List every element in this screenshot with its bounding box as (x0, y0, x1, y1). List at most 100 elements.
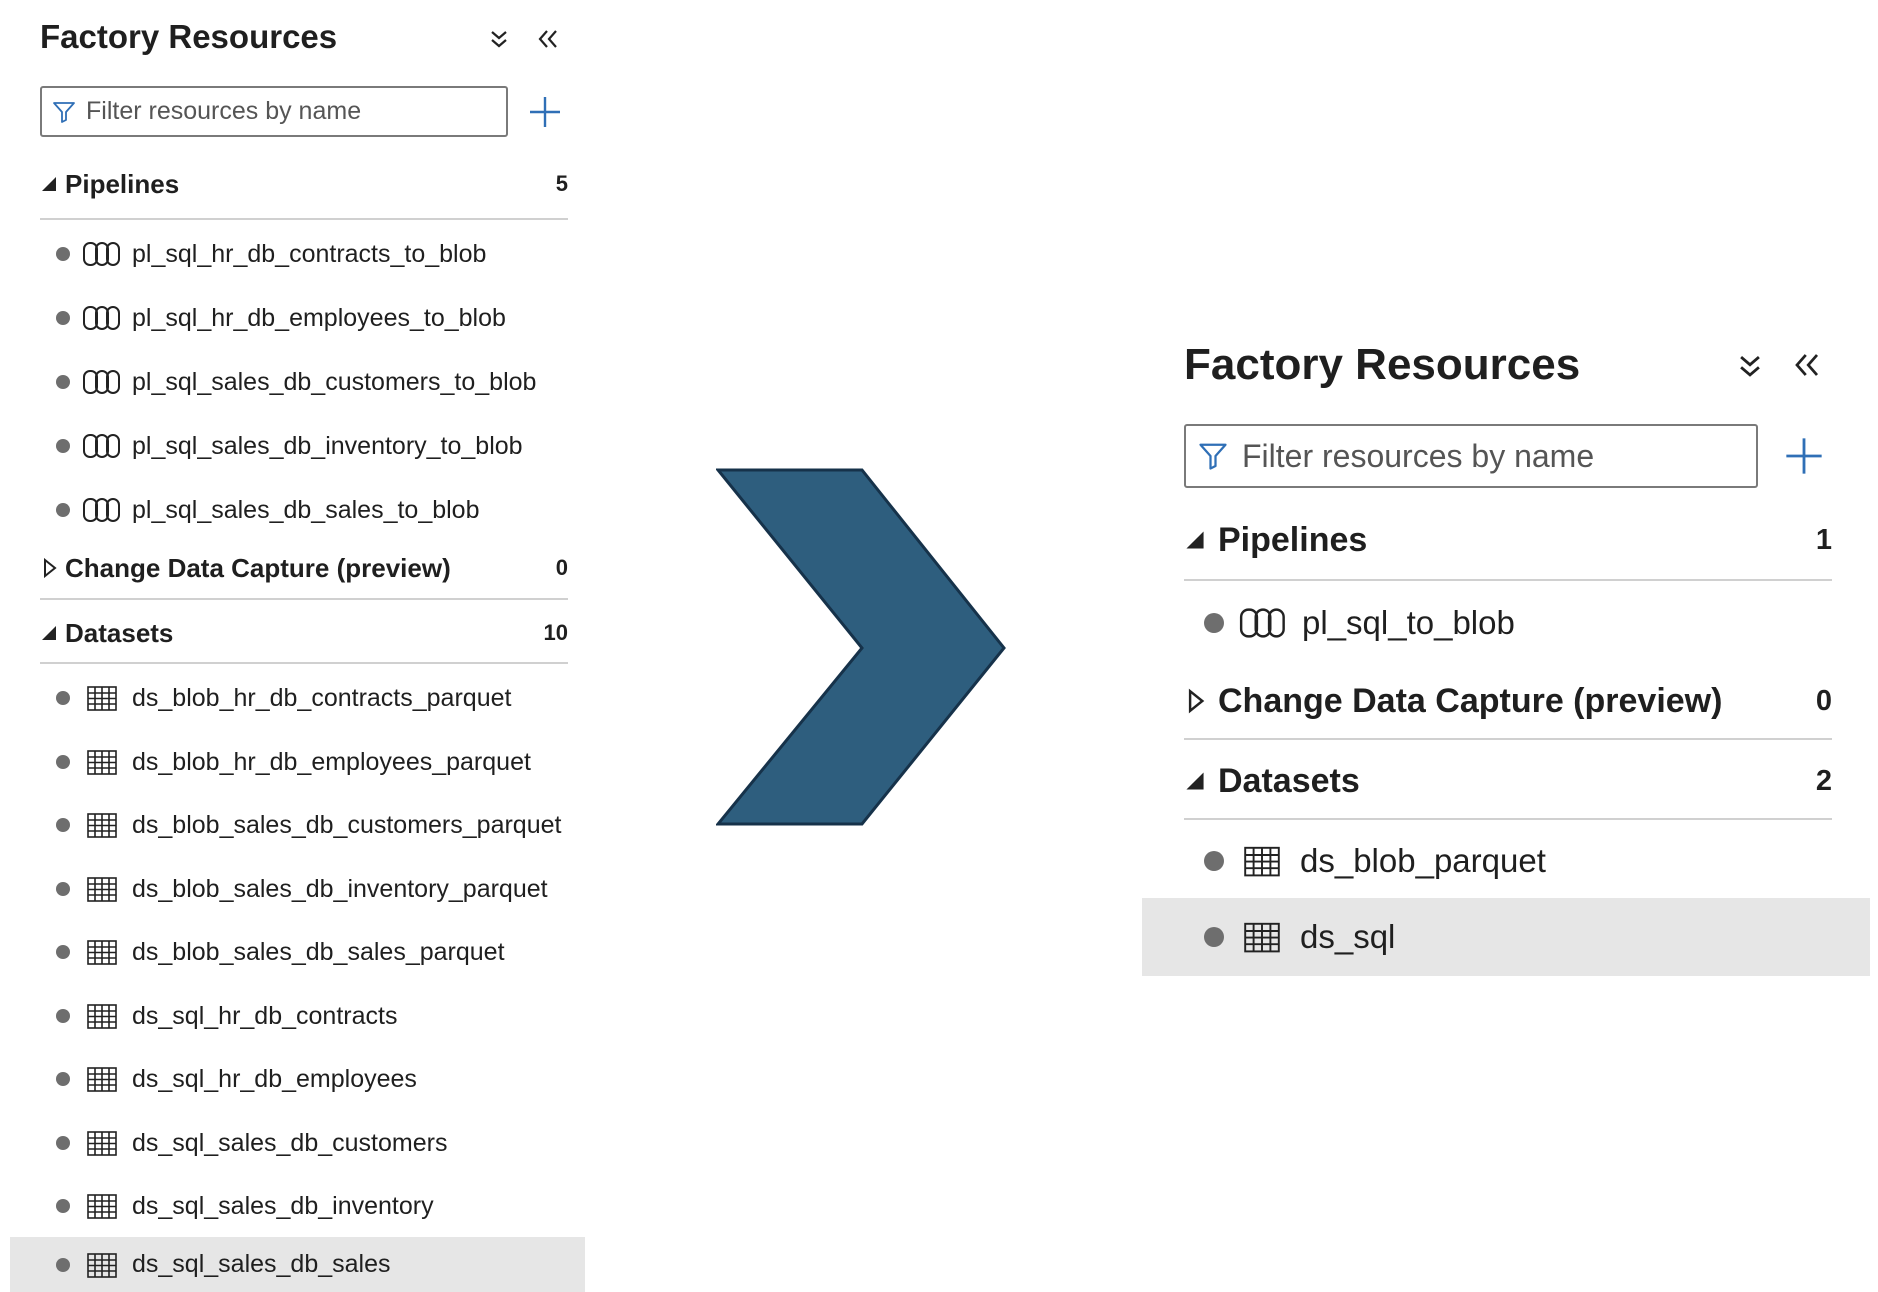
plus-icon[interactable] (1784, 436, 1824, 476)
list-item[interactable]: ds_sql_sales_db_inventory (10, 1175, 585, 1237)
status-dot (56, 503, 70, 517)
panel-title: Factory Resources (1184, 340, 1581, 389)
pipeline-icon (83, 242, 120, 266)
section-label: Change Data Capture (preview) (1218, 681, 1723, 720)
section-label: Change Data Capture (preview) (65, 552, 451, 583)
item-label: ds_blob_sales_db_inventory_parquet (132, 874, 548, 903)
list-item[interactable]: pl_sql_hr_db_contracts_to_blob (10, 223, 585, 285)
triangle-down-icon (42, 626, 56, 640)
item-label: ds_sql_sales_db_sales (132, 1250, 391, 1278)
divider (40, 218, 568, 220)
filter-input[interactable]: Filter resources by name (1184, 424, 1758, 488)
divider (40, 598, 568, 600)
section-count: 5 (555, 171, 568, 196)
list-item[interactable]: ds_blob_hr_db_employees_parquet (10, 731, 585, 793)
divider (1184, 738, 1832, 740)
status-dot (56, 818, 70, 832)
item-label: ds_blob_sales_db_customers_parquet (132, 810, 562, 839)
item-label: ds_sql_hr_db_employees (132, 1064, 417, 1093)
list-item-selected[interactable]: ds_sql_sales_db_sales (10, 1237, 585, 1292)
triangle-right-icon (1188, 688, 1205, 714)
status-dot (56, 1072, 70, 1086)
table-icon (87, 1067, 117, 1092)
section-label: Pipelines (65, 168, 180, 199)
table-icon (87, 877, 117, 902)
triangle-down-icon (1186, 531, 1204, 549)
table-icon (1244, 922, 1280, 953)
section-change-data-capture[interactable]: Change Data Capture (preview) 0 (40, 548, 568, 588)
item-label: pl_sql_sales_db_customers_to_blob (132, 367, 537, 396)
section-pipelines[interactable]: Pipelines 1 (1184, 513, 1832, 567)
list-item[interactable]: pl_sql_sales_db_customers_to_blob (10, 351, 585, 413)
section-pipelines[interactable]: Pipelines 5 (40, 164, 568, 204)
double-chevron-left-icon[interactable] (1792, 350, 1822, 380)
section-count: 2 (1815, 764, 1832, 797)
triangle-down-icon (1186, 772, 1204, 790)
triangle-right-icon (44, 558, 57, 578)
pipeline-icon (83, 498, 120, 522)
status-dot (1204, 927, 1224, 947)
list-item[interactable]: ds_sql_hr_db_employees (10, 1048, 585, 1110)
list-item[interactable]: ds_blob_sales_db_customers_parquet (10, 794, 585, 856)
list-item[interactable]: ds_blob_hr_db_contracts_parquet (10, 667, 585, 729)
table-icon (87, 686, 117, 711)
double-chevron-left-icon[interactable] (536, 27, 560, 51)
item-label: pl_sql_hr_db_contracts_to_blob (132, 239, 487, 268)
section-count: 1 (1815, 523, 1832, 556)
status-dot (56, 945, 70, 959)
filter-placeholder: Filter resources by name (1242, 437, 1595, 474)
list-item[interactable]: ds_sql_hr_db_contracts (10, 985, 585, 1047)
list-item[interactable]: ds_blob_sales_db_inventory_parquet (10, 858, 585, 920)
section-change-data-capture[interactable]: Change Data Capture (preview) 0 (1184, 674, 1832, 728)
filter-input[interactable]: Filter resources by name (40, 86, 508, 137)
item-label: ds_sql_sales_db_customers (132, 1128, 448, 1157)
status-dot (56, 1009, 70, 1023)
list-item[interactable]: pl_sql_to_blob (1142, 584, 1870, 662)
section-datasets[interactable]: Datasets 2 (1184, 754, 1832, 808)
list-item[interactable]: ds_sql_sales_db_customers (10, 1112, 585, 1174)
plus-icon[interactable] (528, 95, 562, 129)
status-dot (56, 1257, 70, 1272)
section-count: 10 (543, 620, 568, 645)
table-icon (87, 750, 117, 775)
divider (40, 662, 568, 664)
section-label: Datasets (1218, 761, 1360, 800)
section-count: 0 (555, 555, 568, 580)
item-label: pl_sql_to_blob (1302, 604, 1515, 641)
section-label: Datasets (65, 617, 174, 648)
pipeline-icon (83, 370, 120, 394)
chevron-arrow-icon (716, 468, 1006, 826)
table-icon (87, 813, 117, 838)
table-icon (87, 1194, 117, 1219)
section-datasets[interactable]: Datasets 10 (40, 613, 568, 653)
list-item[interactable]: pl_sql_hr_db_employees_to_blob (10, 287, 585, 349)
list-item-selected[interactable]: ds_sql (1142, 898, 1870, 976)
list-item[interactable]: ds_blob_parquet (1142, 822, 1870, 900)
table-icon (87, 1131, 117, 1156)
list-item[interactable]: ds_blob_sales_db_sales_parquet (10, 921, 585, 983)
list-item[interactable]: pl_sql_sales_db_sales_to_blob (10, 479, 585, 541)
status-dot (56, 247, 70, 261)
item-label: ds_blob_sales_db_sales_parquet (132, 937, 505, 966)
status-dot (1204, 851, 1224, 871)
divider (1184, 818, 1832, 820)
pipeline-icon (83, 434, 120, 458)
table-icon (1244, 846, 1280, 877)
double-chevron-down-icon[interactable] (1736, 352, 1764, 380)
section-label: Pipelines (1218, 520, 1368, 559)
item-label: ds_blob_parquet (1300, 842, 1546, 879)
status-dot (56, 311, 70, 325)
funnel-icon (1199, 443, 1227, 470)
section-count: 0 (1815, 684, 1832, 717)
item-label: ds_sql (1300, 918, 1396, 955)
status-dot (56, 439, 70, 453)
status-dot (56, 755, 70, 769)
item-label: pl_sql_sales_db_sales_to_blob (132, 495, 480, 524)
filter-placeholder: Filter resources by name (86, 97, 362, 125)
list-item[interactable]: pl_sql_sales_db_inventory_to_blob (10, 415, 585, 477)
status-dot (56, 882, 70, 896)
status-dot (56, 691, 70, 705)
double-chevron-down-icon[interactable] (488, 28, 510, 50)
divider (1184, 579, 1832, 581)
table-icon (87, 1252, 117, 1278)
